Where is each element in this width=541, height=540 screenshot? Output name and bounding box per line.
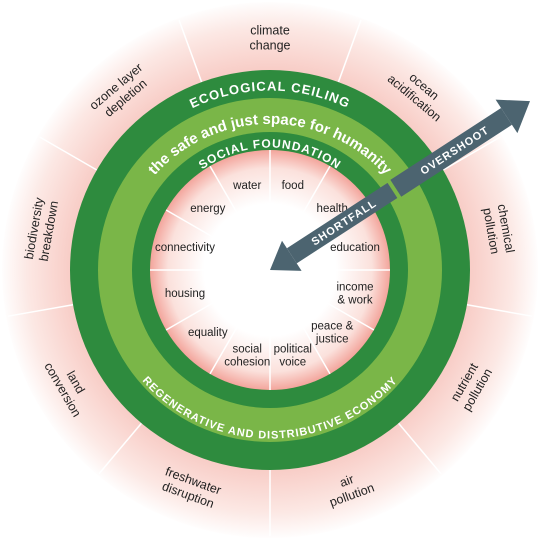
outer-divider: [466, 303, 533, 317]
energy-label: energy: [190, 203, 225, 215]
inner-divider: [291, 165, 331, 233]
outer-divider: [337, 19, 362, 83]
inner-divider: [209, 165, 249, 233]
peace-justice-label-line: justice: [315, 334, 349, 346]
equality-label-line: equality: [188, 327, 228, 339]
social-cohesion-label-line: social: [233, 344, 262, 356]
outer-divider: [39, 136, 98, 171]
outer-divider: [98, 422, 143, 475]
housing-label-line: housing: [165, 288, 205, 300]
income-work-label: income& work: [336, 281, 373, 306]
inner-divider: [165, 291, 233, 331]
outer-divider: [442, 136, 501, 171]
health-label-line: health: [317, 203, 348, 215]
connectivity-label: connectivity: [155, 242, 215, 254]
equality-label: equality: [188, 327, 228, 339]
inner-dividers: [150, 150, 390, 390]
inner-divider: [165, 209, 233, 249]
climate-change-label-line: climate: [250, 24, 290, 38]
inner-dimension-labels: water food health education income& work peac…: [155, 180, 380, 369]
health-label: health: [317, 203, 348, 215]
income-work-label-line: & work: [337, 294, 372, 306]
connectivity-label-line: connectivity: [155, 242, 215, 254]
inner-divider: [209, 307, 249, 375]
food-label-line: food: [282, 180, 304, 192]
water-label-line: water: [232, 180, 261, 192]
inner-divider: [291, 307, 331, 375]
political-voice-label-line: voice: [279, 357, 306, 369]
air-pollution-label-line: air: [338, 472, 356, 490]
education-label: education: [330, 242, 380, 254]
education-label-line: education: [330, 242, 380, 254]
outer-divider: [178, 19, 203, 83]
social-cohesion-label-line: cohesion: [224, 357, 270, 369]
income-work-label-line: income: [336, 281, 373, 293]
peace-justice-label: peace &justice: [311, 321, 354, 346]
energy-label-line: energy: [190, 203, 225, 215]
outer-dividers: [7, 19, 533, 536]
peace-justice-label-line: peace &: [311, 321, 354, 333]
housing-label: housing: [165, 288, 205, 300]
outer-divider: [7, 303, 74, 317]
climate-change-label-line: change: [249, 39, 290, 53]
food-label: food: [282, 180, 304, 192]
political-voice-label-line: political: [274, 344, 312, 356]
water-label: water: [232, 180, 261, 192]
outer-divider: [397, 422, 442, 475]
inner-divider: [307, 291, 375, 331]
